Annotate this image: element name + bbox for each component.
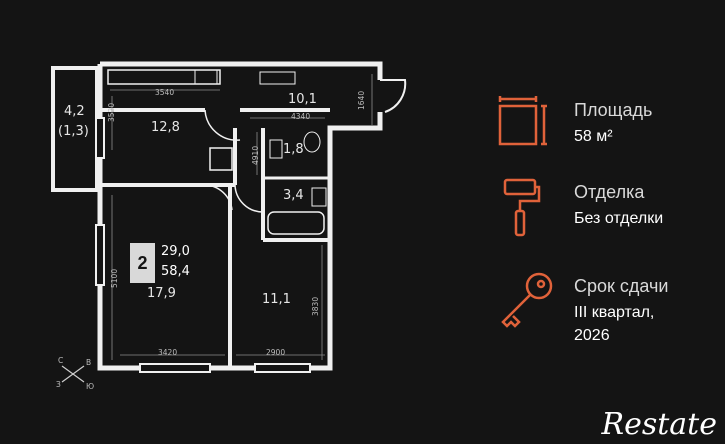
hall-area: 10,1: [288, 92, 317, 107]
compass-icon: [61, 365, 85, 383]
bedroom-area: 11,1: [262, 292, 291, 307]
deadline-label: Срок сдачи: [574, 276, 669, 296]
dim-3830: 3830: [311, 296, 320, 316]
brand-logo: Restate: [601, 407, 718, 442]
area-value: 58 м²: [574, 128, 613, 145]
outer-wall-right: [97, 64, 383, 371]
finish-value: Без отделки: [574, 210, 664, 227]
loggia-area: 4,2: [64, 104, 85, 119]
kitchen-area: 12,8: [151, 120, 180, 135]
dim-1640: 1640: [357, 90, 366, 110]
paint-roller-icon: [503, 178, 541, 237]
compass-east: В: [86, 358, 92, 367]
living-area-value: 29,0: [161, 244, 190, 259]
living-room-area: 17,9: [147, 286, 176, 301]
finish-label: Отделка: [574, 182, 645, 202]
dim-3540: 3540: [155, 88, 175, 97]
area-label: Площадь: [574, 100, 653, 120]
dim-4340: 4340: [291, 112, 311, 121]
total-area-value: 58,4: [161, 264, 190, 279]
compass-south: Ю: [86, 382, 95, 391]
outer-wall: [100, 61, 383, 80]
rooms-count-badge: 2: [130, 243, 155, 283]
dim-3420: 3420: [158, 348, 178, 357]
dim-4910: 4910: [251, 145, 260, 165]
bath-area: 3,4: [283, 188, 304, 203]
dim-2900: 2900: [266, 348, 286, 357]
compass-west: З: [56, 380, 61, 389]
compass-north: С: [58, 356, 64, 365]
wc-area: 1,8: [283, 142, 304, 157]
deadline-value-line2: 2026: [574, 327, 610, 344]
loggia-reduced-area: (1,3): [58, 124, 89, 139]
square-area-icon: [498, 96, 547, 146]
dim-5100: 5100: [110, 268, 119, 288]
dim-3520: 3520: [107, 102, 116, 122]
key-icon: [501, 272, 553, 328]
deadline-value-line1: III квартал,: [574, 304, 655, 321]
